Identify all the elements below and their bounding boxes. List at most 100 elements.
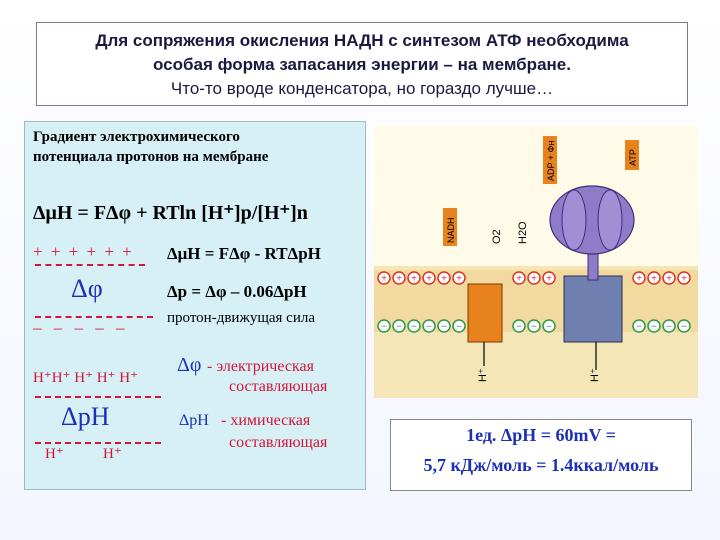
minus-sign: −	[651, 322, 657, 333]
title-line-2: особая форма запасания энергии – на мемб…	[153, 55, 571, 74]
title-line-1: Для сопряжения окисления НАДН с синтезом…	[95, 31, 629, 50]
plus-circle	[647, 271, 661, 285]
plus-sign: +	[666, 274, 672, 285]
minus-sign: −	[531, 322, 537, 333]
atp-synthase-subunit-2	[597, 189, 623, 251]
plus-circle	[542, 271, 556, 285]
minus-sign: −	[636, 322, 642, 333]
minus-sign: −	[411, 322, 417, 333]
plus-circle	[392, 271, 406, 285]
minus-sign: −	[516, 322, 522, 333]
dphi-label-2: составляющая	[229, 378, 328, 395]
svg-text:ATP: ATP	[628, 149, 638, 166]
minus-circle	[647, 319, 661, 333]
plus-sign: +	[651, 274, 657, 285]
h-plus-label-complex: H⁺	[477, 368, 489, 382]
minus-sign: −	[426, 322, 432, 333]
plus-circle	[377, 271, 391, 285]
plus-sign: +	[516, 274, 522, 285]
dph-label-1: - химическая	[221, 412, 311, 429]
svg-text:O2: O2	[491, 229, 503, 244]
panel-heading: Градиент электрохимического потенциала п…	[33, 127, 268, 167]
plus-circles: + + + + + + + + + + + + +	[377, 271, 691, 285]
plus-sign: +	[441, 274, 447, 285]
main-formula: ΔμH = FΔφ + RTln [H⁺]p/[H⁺]n	[33, 202, 308, 224]
atp-label: ATP	[625, 140, 639, 170]
minus-circle	[662, 319, 676, 333]
plus-circle	[437, 271, 451, 285]
minus-sign: −	[456, 322, 462, 333]
minus-sign: −	[666, 322, 672, 333]
plus-sign: +	[636, 274, 642, 285]
minus-circle	[677, 319, 691, 333]
plus-circle	[512, 271, 526, 285]
result-line-1: 1ед. ΔpH = 60mV =	[466, 425, 616, 445]
plus-circle	[422, 271, 436, 285]
svg-text:H⁺: H⁺	[477, 368, 489, 382]
dphi-label-symbol: Δφ	[177, 354, 202, 376]
minus-circle	[422, 319, 436, 333]
minus-circle	[392, 319, 406, 333]
plus-circle	[662, 271, 676, 285]
title-box: Для сопряжения окисления НАДН с синтезом…	[36, 22, 688, 106]
panel-heading-line-1: Градиент электрохимического	[33, 129, 240, 145]
minus-circle	[512, 319, 526, 333]
dph-label-2: составляющая	[229, 434, 328, 451]
plus-sign: +	[411, 274, 417, 285]
plus-sign: +	[681, 274, 687, 285]
plus-sign: +	[381, 274, 387, 285]
plus-circle	[407, 271, 421, 285]
atp-synthase-channel	[563, 275, 623, 343]
membrane-diagram: +++++++++++++ −−−−−−−−−−−−− NADH O2 H2O …	[374, 126, 698, 398]
h-row-bottom-2: H⁺	[103, 446, 122, 462]
nadh-label: NADH	[443, 208, 457, 246]
result-box: 1ед. ΔpH = 60mV = 5,7 кДж/моль = 1.4ккал…	[390, 419, 692, 491]
intermembrane-space	[374, 126, 698, 266]
bottom-dash-line-2	[35, 442, 161, 444]
pmf-label: протон-движущая сила	[167, 310, 316, 326]
minus-sign: −	[441, 322, 447, 333]
minus-sign: −	[546, 322, 552, 333]
respiratory-complex	[467, 283, 503, 343]
h-row-top: H⁺H⁺ H⁺ H⁺ H⁺	[33, 370, 138, 386]
atp-synthase-subunit-1	[561, 189, 587, 251]
gradient-panel: Градиент электрохимического потенциала п…	[24, 121, 366, 490]
h-row-bottom-1: H⁺	[45, 446, 64, 462]
minus-sign: −	[681, 322, 687, 333]
h-plus-label-synthase: H⁺	[589, 368, 601, 382]
result-line-2: 5,7 кДж/моль = 1.4ккал/моль	[423, 455, 659, 475]
top-dash-line-2	[35, 316, 153, 318]
panel-heading-line-2: потенциала протонов на мембране	[33, 149, 269, 165]
plus-sign: +	[456, 274, 462, 285]
minus-circle	[527, 319, 541, 333]
h2o-label: H2O	[517, 221, 529, 244]
minus-circle	[377, 319, 391, 333]
plus-circle	[452, 271, 466, 285]
minus-sign: −	[381, 322, 387, 333]
plus-sign: +	[531, 274, 537, 285]
minus-circle	[452, 319, 466, 333]
plus-sign: +	[546, 274, 552, 285]
svg-text:NADH: NADH	[446, 217, 456, 243]
title-line-3: Что-то вроде конденсатора, но гораздо лу…	[170, 79, 554, 98]
o2-label: O2	[491, 229, 503, 244]
svg-text:H2O: H2O	[517, 221, 529, 244]
minus-circle	[407, 319, 421, 333]
minus-circle	[632, 319, 646, 333]
plus-row: + + + + + +	[33, 242, 134, 261]
svg-text:H⁺: H⁺	[589, 368, 601, 382]
dphi-label-1: - электрическая	[207, 358, 314, 375]
minus-circle	[542, 319, 556, 333]
minus-circles: −−−−−−−−−−−−−	[377, 319, 691, 333]
equation-2: ΔμH = FΔφ - RTΔpH	[167, 244, 321, 263]
minus-circle	[437, 319, 451, 333]
plus-sign: +	[426, 274, 432, 285]
delta-phi-symbol: Δφ	[71, 274, 103, 303]
minus-row: – – – – –	[33, 318, 129, 337]
plus-circle	[677, 271, 691, 285]
equation-3: Δp = Δφ – 0.06ΔpH	[167, 282, 307, 301]
top-dash-line-1	[35, 264, 145, 266]
plus-sign: +	[396, 274, 402, 285]
adp-label: ADP + Фн	[543, 136, 557, 184]
minus-sign: −	[396, 322, 402, 333]
